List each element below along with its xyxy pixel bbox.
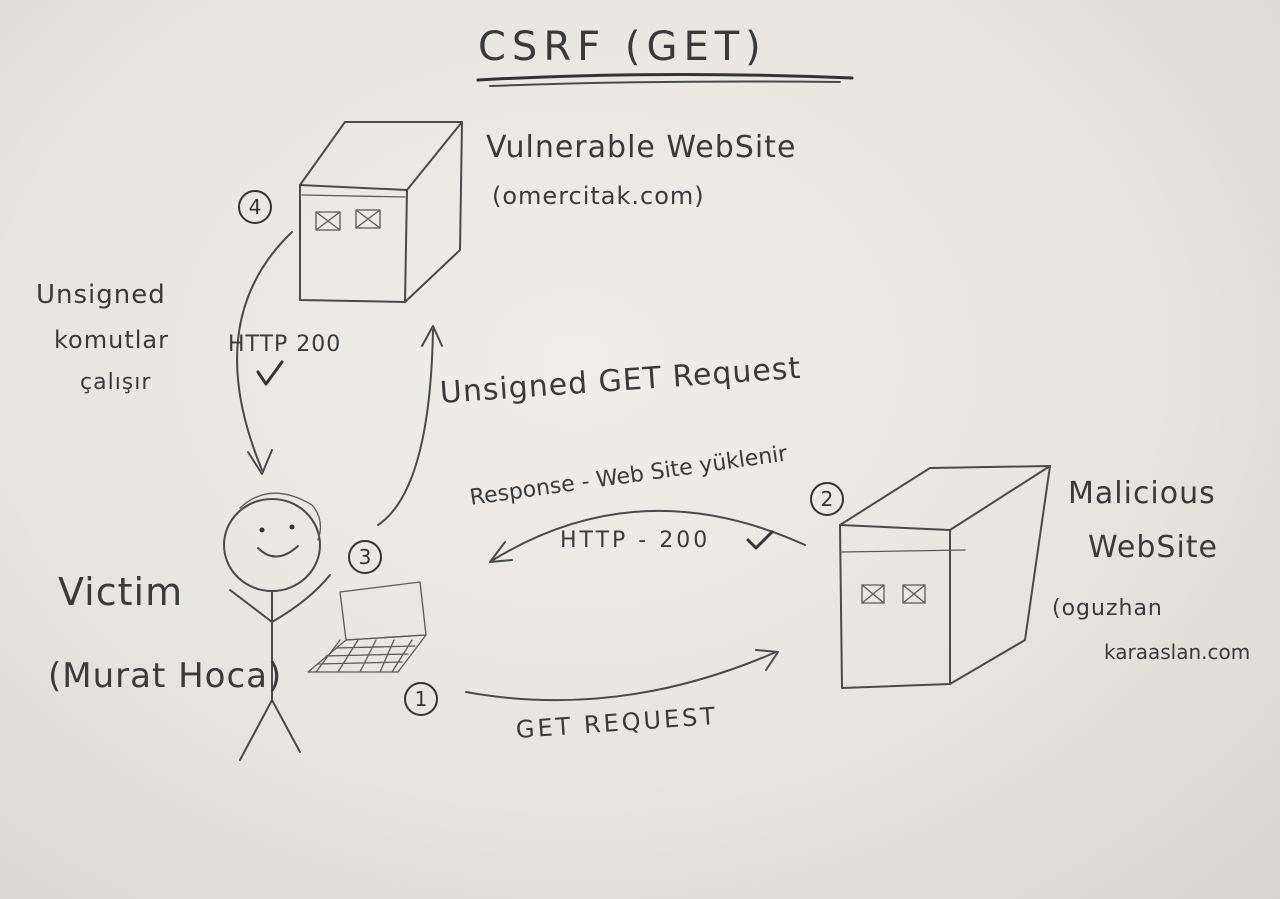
side-note-line1: Unsigned (36, 280, 166, 310)
step-3-arrow (377, 329, 434, 526)
vulnerable-site-name: Vulnerable WebSite (486, 130, 797, 165)
step-3-badge: 3 (348, 540, 382, 574)
check-mark-2 (746, 530, 774, 550)
step-4-label: HTTP 200 (228, 332, 342, 357)
side-note-line2: komutlar (54, 326, 169, 354)
step-1-badge: 1 (404, 682, 438, 716)
malicious-site-domain-line2: karaaslan.com (1104, 640, 1251, 664)
victim-alias: (Murat Hoca) (48, 656, 283, 696)
check-mark-1 (256, 360, 284, 386)
malicious-site-domain-line1: (oguzhan (1052, 596, 1163, 621)
malicious-site-name-line2: WebSite (1088, 530, 1219, 565)
step-4-badge: 4 (238, 190, 272, 224)
malicious-server-icon (839, 465, 1051, 689)
step-1-arrow (465, 651, 777, 702)
vulnerable-server-icon (299, 121, 463, 303)
diagram-title: CSRF (GET) (478, 24, 767, 70)
title-underline (476, 72, 854, 82)
step-4-arrow (236, 231, 293, 471)
step-2-label-line2: HTTP - 200 (560, 528, 711, 553)
vulnerable-site-domain: (omercitak.com) (492, 182, 705, 210)
title-underline-2 (489, 80, 841, 87)
step-2-arrow (492, 509, 806, 561)
step-2-badge: 2 (810, 482, 844, 516)
victim-name: Victim (58, 570, 184, 614)
malicious-site-name-line1: Malicious (1068, 476, 1216, 511)
victim-figure-icon (223, 492, 331, 761)
laptop-icon (307, 581, 427, 673)
side-note-line3: çalışır (80, 370, 152, 395)
